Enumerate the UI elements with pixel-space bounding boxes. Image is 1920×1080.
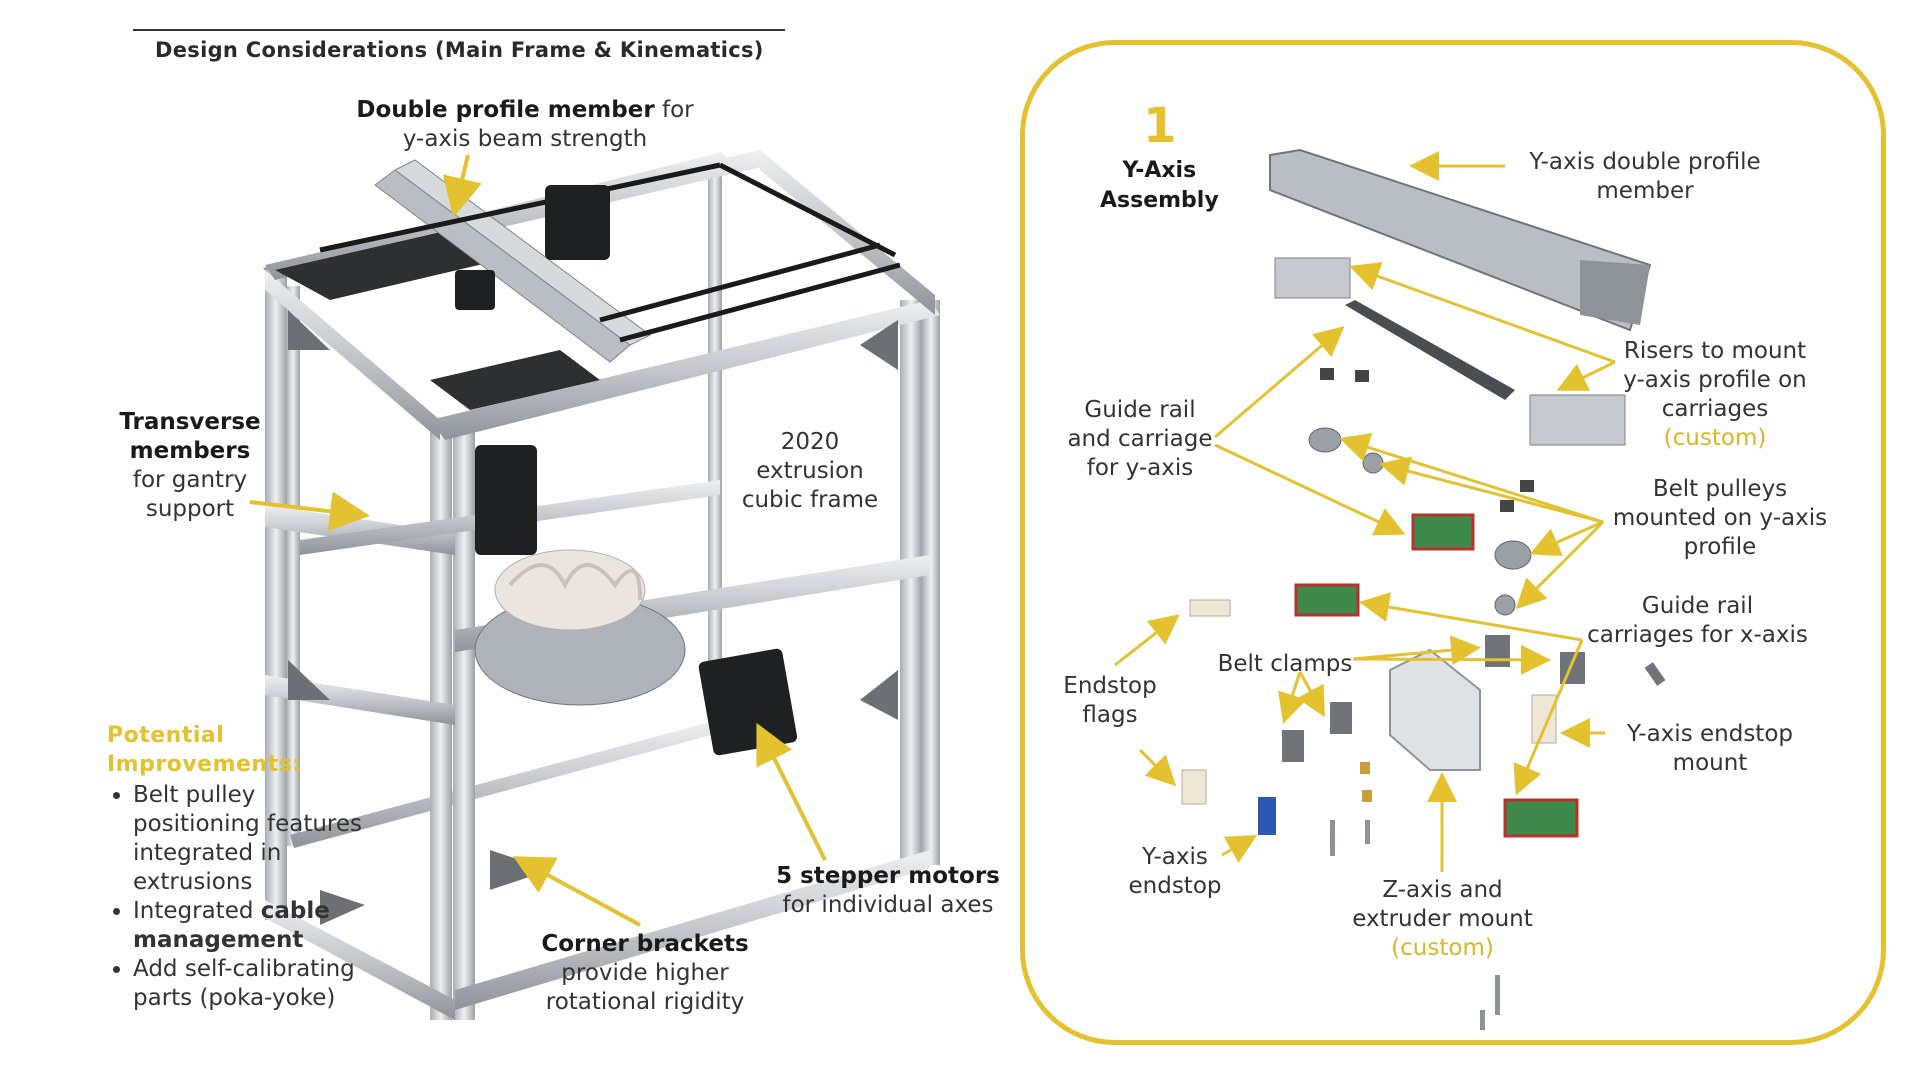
front-right-post-b: [453, 420, 475, 1020]
bolt-3: [1495, 975, 1500, 1015]
belt-2: [619, 262, 901, 343]
block-small-3: [1520, 480, 1534, 492]
block-small-2: [1355, 370, 1369, 382]
riser-right: [1529, 394, 1626, 446]
small-part-5: [1644, 662, 1666, 686]
y-profile-face: [1580, 260, 1650, 325]
y-axis-assembly-panel: [1020, 40, 1886, 1045]
belt-clamp-1: [1485, 635, 1510, 667]
stepper-motor-front: [698, 648, 798, 756]
zaxis-mount: [1389, 648, 1481, 771]
page-title: Design Considerations (Main Frame & Kine…: [155, 38, 764, 62]
bracket-1: [288, 310, 330, 350]
brass-insert-2: [1362, 790, 1372, 802]
pulley-4: [1494, 594, 1516, 616]
impeller-blades: [508, 563, 642, 601]
arrow-steppers: [756, 722, 827, 861]
panel-number: 1: [1143, 98, 1177, 154]
rail-carriage-x1: [1294, 583, 1360, 617]
arrow-brackets: [512, 856, 641, 927]
bottom-left-bar: [265, 900, 455, 1020]
panel-arrows: [1114, 151, 1616, 872]
rail-carriage-x2: [1503, 798, 1579, 838]
bottom-front-bar: [455, 850, 930, 1010]
impeller-part: [494, 549, 646, 631]
endstop-flag-1: [1189, 599, 1231, 617]
top-left-bar: [265, 270, 440, 440]
printer-frame: [263, 150, 940, 1020]
belt-clamp-4: [1282, 730, 1304, 762]
improvement-item: Integrated cable management: [133, 897, 362, 955]
stepper-motor-z: [475, 445, 537, 555]
stepper-motor-left: [455, 270, 495, 310]
gantry-plate-2: [430, 350, 600, 410]
endstop-mount-part: [1531, 694, 1557, 744]
guide-rail-y: [1345, 300, 1515, 400]
label-belt-clamps: Belt clamps: [1217, 651, 1353, 677]
belt-3: [599, 242, 881, 323]
bracket-7: [320, 890, 365, 925]
stepper-motor-top: [545, 185, 610, 260]
riser-left: [1274, 257, 1351, 299]
front-left-post: [265, 270, 287, 920]
back-bottom-bar: [290, 720, 722, 848]
bracket-5: [860, 670, 898, 720]
belt-clamp-3: [1330, 702, 1352, 734]
back-left-post: [286, 286, 300, 846]
back-right-post: [708, 170, 722, 730]
rail-carriage-y: [1411, 513, 1475, 551]
brass-insert-1: [1360, 762, 1370, 774]
right-post: [900, 300, 922, 865]
bolt-1: [1330, 820, 1335, 856]
belt-1: [319, 162, 721, 253]
bolt-2: [1365, 820, 1370, 844]
right-post-b: [922, 300, 940, 865]
belt-4: [718, 162, 897, 258]
label-double-profile: Double profile member for y-axis beam st…: [356, 97, 694, 152]
exploded-parts: [1181, 148, 1666, 1030]
block-small-1: [1320, 368, 1334, 380]
bracket-3: [860, 320, 898, 370]
block-small-4: [1500, 500, 1514, 512]
arrow-transverse: [249, 491, 370, 532]
bracket-4: [288, 660, 330, 700]
title-rule: [133, 29, 785, 31]
arrow-double-profile: [442, 154, 482, 218]
endstop-flag-2: [1181, 769, 1207, 805]
top-front-bar: [430, 300, 940, 440]
gantry-plate: [275, 230, 500, 300]
bolt-4: [1480, 1010, 1485, 1030]
endstop-sensor: [1258, 797, 1276, 835]
